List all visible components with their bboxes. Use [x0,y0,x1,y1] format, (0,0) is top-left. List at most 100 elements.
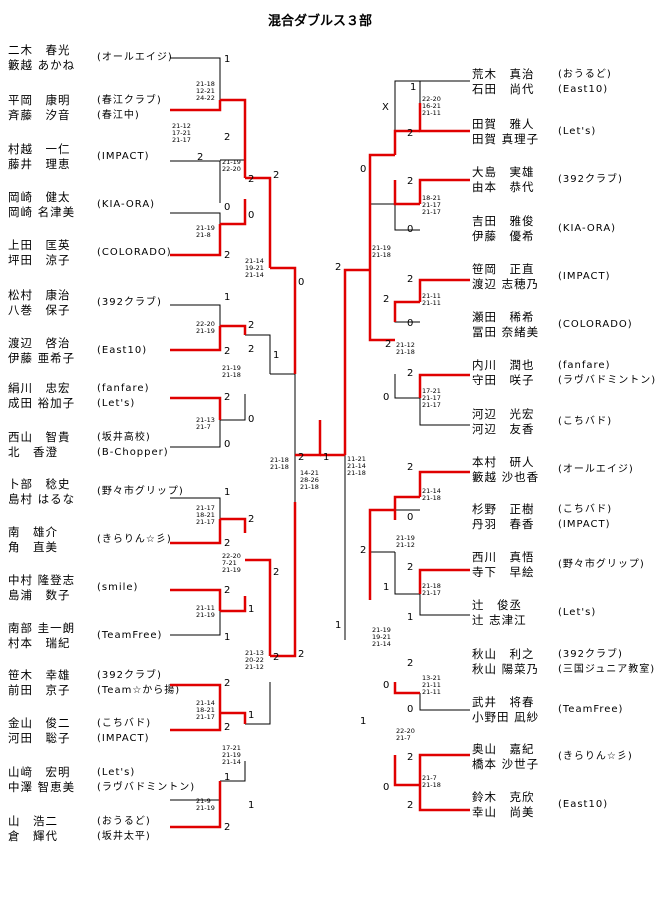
svg-text:12-21: 12-21 [196,87,215,95]
svg-text:21-11: 21-11 [196,604,215,612]
player-pair: 村越 一仁藤井 理恵 [8,142,71,172]
svg-text:1: 1 [224,772,230,783]
player-name-1: 金山 俊二 [8,716,71,730]
player-name-1: 田賀 雅人 [472,117,535,131]
player-name-2: 島村 はるな [8,492,76,506]
player-name-1: 荒木 真治 [472,67,535,81]
svg-text:19-21: 19-21 [372,633,391,641]
svg-text:2: 2 [248,344,254,355]
club-name: (smile) [97,582,139,593]
svg-text:21-17: 21-17 [422,401,441,409]
svg-text:21-18: 21-18 [422,781,441,789]
player-name-1: 奥山 嘉紀 [472,742,535,756]
svg-text:21-17: 21-17 [172,136,191,144]
svg-text:21-14: 21-14 [422,487,441,495]
svg-text:21-19: 21-19 [222,566,241,574]
svg-text:21-14: 21-14 [347,462,366,470]
player-name-1: 笹木 幸雄 [8,668,71,682]
club-name: (392クラブ) (Team☆から揚) [97,670,181,696]
svg-text:21-17: 21-17 [422,589,441,597]
svg-text:18-21: 18-21 [196,706,215,714]
player-name-2: 前田 京子 [8,683,71,697]
player-pair: 西川 真悟寺下 早絵 [472,550,535,580]
player-pair: 平岡 康明斉藤 汐音 [8,93,71,123]
player-name-1: 大島 実雄 [472,165,535,179]
player-pair: 山 浩二倉 輝代 [8,814,58,844]
club-name: (こちバド) (IMPACT) [558,504,613,530]
svg-text:2: 2 [407,752,413,763]
svg-text:21-18: 21-18 [347,469,366,477]
player-name-1: 中村 隆登志 [8,573,76,587]
svg-text:21-17: 21-17 [422,394,441,402]
svg-text:21-18: 21-18 [300,483,319,491]
player-name-2: 冨田 奈緒美 [472,325,540,339]
player-name-2: 北 香澄 [8,445,58,459]
club-name: (坂井高校) (B-Chopper) [97,432,169,458]
svg-text:21-13: 21-13 [196,416,215,424]
player-name-1: 渡辺 啓治 [8,336,71,350]
svg-text:21-19: 21-19 [222,751,241,759]
club-name: (こちバド) (IMPACT) [97,718,152,744]
svg-text:0: 0 [407,704,413,715]
player-name-2: 幸山 尚美 [472,805,535,819]
svg-text:1: 1 [248,800,254,811]
svg-text:1: 1 [323,452,329,463]
svg-text:21-19: 21-19 [196,224,215,232]
svg-text:2: 2 [407,176,413,187]
svg-text:7-21: 7-21 [222,559,237,567]
player-name-1: 岡崎 健太 [8,190,71,204]
player-name-2: 河辺 友香 [472,422,535,436]
player-name-1: 杉野 正樹 [472,502,535,516]
player-name-1: 山 浩二 [8,814,58,828]
svg-text:2: 2 [407,368,413,379]
player-name-2: 島浦 数子 [8,588,71,602]
club-name: (KIA-ORA) [97,199,156,210]
svg-text:21-19: 21-19 [396,534,415,542]
player-pair: 卜部 稔史島村 はるな [8,477,75,507]
player-name-2: 八巻 保子 [8,303,71,317]
player-name-2: 渡辺 志穂乃 [472,277,540,291]
svg-text:2: 2 [407,658,413,669]
player-name-1: 河辺 光宏 [472,407,535,421]
player-name-2: 伊藤 亜希子 [8,351,76,365]
player-name-2: 倉 輝代 [8,829,58,843]
svg-text:2: 2 [407,128,413,139]
club-name: (KIA-ORA) [558,223,617,234]
player-name-2: 籔越 あかね [8,58,76,72]
player-pair: 南部 圭一朗村本 瑞紀 [8,621,75,651]
player-pair: 河辺 光宏河辺 友香 [472,407,535,437]
svg-text:2: 2 [197,152,203,163]
club-name: (IMPACT) [558,271,611,282]
svg-text:21-17: 21-17 [196,713,215,721]
player-name-2: 村本 瑞紀 [8,636,71,650]
player-pair: 吉田 雅俊伊藤 優希 [472,214,535,244]
player-name-1: 村越 一仁 [8,142,71,156]
player-name-1: 内川 潤也 [472,358,535,372]
player-name-1: 辻 俊丞 [472,598,522,612]
player-pair: 大島 実雄由本 恭代 [472,165,535,195]
player-pair: 武井 将春小野田 凪紗 [472,695,539,725]
svg-text:21-19: 21-19 [196,804,215,812]
svg-text:1: 1 [224,487,230,498]
player-pair: 荒木 真治石田 尚代 [472,67,535,97]
svg-text:2: 2 [224,250,230,261]
svg-text:2: 2 [224,822,230,833]
svg-text:2: 2 [224,346,230,357]
player-name-2: 角 直美 [8,540,58,554]
club-name: (TeamFree) [558,704,624,715]
svg-text:2: 2 [224,678,230,689]
svg-text:17-21: 17-21 [222,744,241,752]
svg-text:2: 2 [224,392,230,403]
svg-text:21-12: 21-12 [396,541,415,549]
player-name-1: 本村 研人 [472,455,535,469]
svg-text:21-11: 21-11 [422,299,441,307]
svg-text:X: X [382,102,389,113]
svg-text:21-7: 21-7 [396,734,411,742]
club-name: (きらりん☆彡) [558,751,633,762]
player-pair: 鈴木 克欣幸山 尚美 [472,790,535,820]
svg-text:22-20: 22-20 [196,320,215,328]
player-name-2: 籔越 沙也香 [472,470,540,484]
svg-text:0: 0 [383,680,389,691]
player-name-1: 吉田 雅俊 [472,214,535,228]
club-name: (Let's) (ラヴバドミントン) [97,767,196,793]
